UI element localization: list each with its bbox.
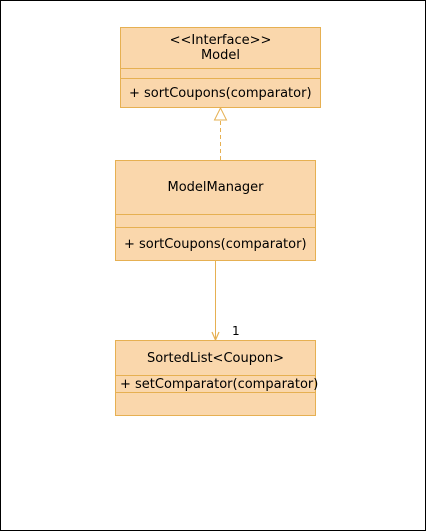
class-box-model[interactable]: <<Interface>> Model + sortCoupons(compar… bbox=[120, 27, 321, 108]
sorted-list-name: SortedList<Coupon> bbox=[146, 350, 285, 366]
model-attributes bbox=[121, 68, 320, 78]
class-header-sorted-list: SortedList<Coupon> bbox=[116, 341, 315, 375]
association-multiplicity: 1 bbox=[232, 324, 240, 338]
model-manager-methods: + sortCoupons(comparator) bbox=[116, 227, 315, 260]
sorted-list-empty-compartment bbox=[116, 392, 315, 415]
model-method: + sortCoupons(comparator) bbox=[129, 85, 312, 101]
model-stereotype: <<Interface>> bbox=[169, 33, 272, 48]
sorted-list-method: + setComparator(comparator) bbox=[120, 376, 319, 392]
model-name: Model bbox=[200, 48, 241, 63]
realization-arrowhead bbox=[213, 106, 228, 121]
class-header-model-manager: ModelManager bbox=[116, 161, 315, 214]
class-header-model: <<Interface>> Model bbox=[121, 28, 320, 68]
class-box-sorted-list[interactable]: SortedList<Coupon> + setComparator(compa… bbox=[115, 340, 319, 416]
model-methods: + sortCoupons(comparator) bbox=[121, 78, 320, 107]
model-manager-name: ModelManager bbox=[167, 180, 264, 195]
class-box-model-manager[interactable]: ModelManager + sortCoupons(comparator) bbox=[115, 160, 316, 261]
model-manager-method: + sortCoupons(comparator) bbox=[124, 236, 307, 252]
sorted-list-methods: + setComparator(comparator) bbox=[116, 375, 319, 392]
model-manager-attributes bbox=[116, 214, 315, 227]
